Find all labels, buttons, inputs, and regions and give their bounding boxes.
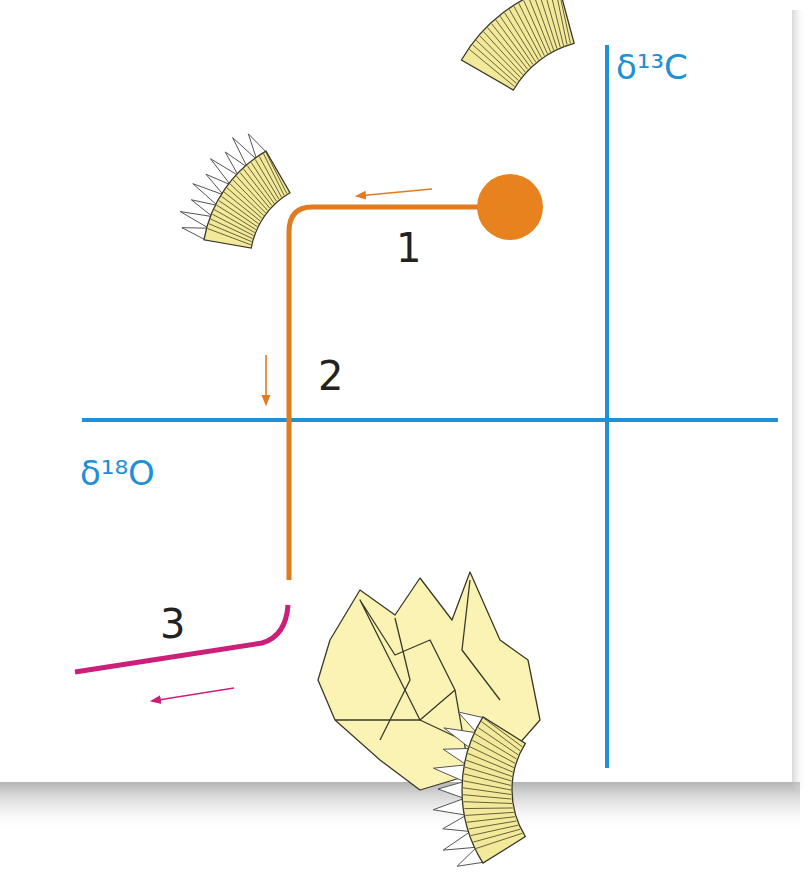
band-stripe [519,3,545,55]
start-dot [477,174,543,240]
band-stripe [469,821,517,829]
fibrous-cement-band [180,134,290,248]
band-stripe [463,781,511,790]
axis-line [605,45,609,768]
band-stripe [558,0,570,43]
evolution-path [289,207,478,580]
crystal-tooth [438,782,464,799]
direction-arrow [357,189,432,196]
band-stripe [209,224,252,242]
band-stripe [211,219,253,239]
callout-number: 1 [396,228,421,268]
band-stripe [465,812,513,815]
band-stripe [470,747,514,768]
fibrous-cement-band [433,712,525,866]
callout-number: 2 [318,356,343,396]
band-body [204,151,290,248]
axis-label: δ¹³C [616,50,688,84]
band-stripe [473,829,520,842]
direction-arrow [152,688,234,701]
axis-label: δ¹⁸O [80,456,155,490]
axis-line [82,418,778,422]
band-stripe [264,154,285,196]
band-stripe [236,176,267,210]
band-stripe [472,740,515,763]
panel-shadow [792,10,806,790]
crystal-tooth [433,798,466,815]
band-stripe [471,825,518,835]
band-body [461,0,574,90]
band-stripe [529,0,551,52]
band-stripe [483,718,522,747]
panel-shadow [0,782,800,832]
band-stripe [500,16,533,64]
band-stripe [255,159,279,199]
band-stripe [463,795,511,799]
band-stripe [550,0,564,46]
band-stripe [464,807,513,809]
evolution-path [75,605,288,672]
band-stripe [478,728,518,755]
band-stripe [467,817,515,823]
band-stripe [212,214,253,235]
crystal-tooth [433,765,466,782]
band-stripe [464,774,511,786]
callout-number: 3 [160,604,185,644]
fibrous-cement-band [461,0,574,90]
direction-arrow [265,355,267,404]
band-stripe [555,0,567,45]
band-body [462,717,525,863]
band-stripe [481,721,520,750]
band-stripe [463,802,512,804]
band-stripe [266,152,287,193]
band-stripe [476,833,522,848]
